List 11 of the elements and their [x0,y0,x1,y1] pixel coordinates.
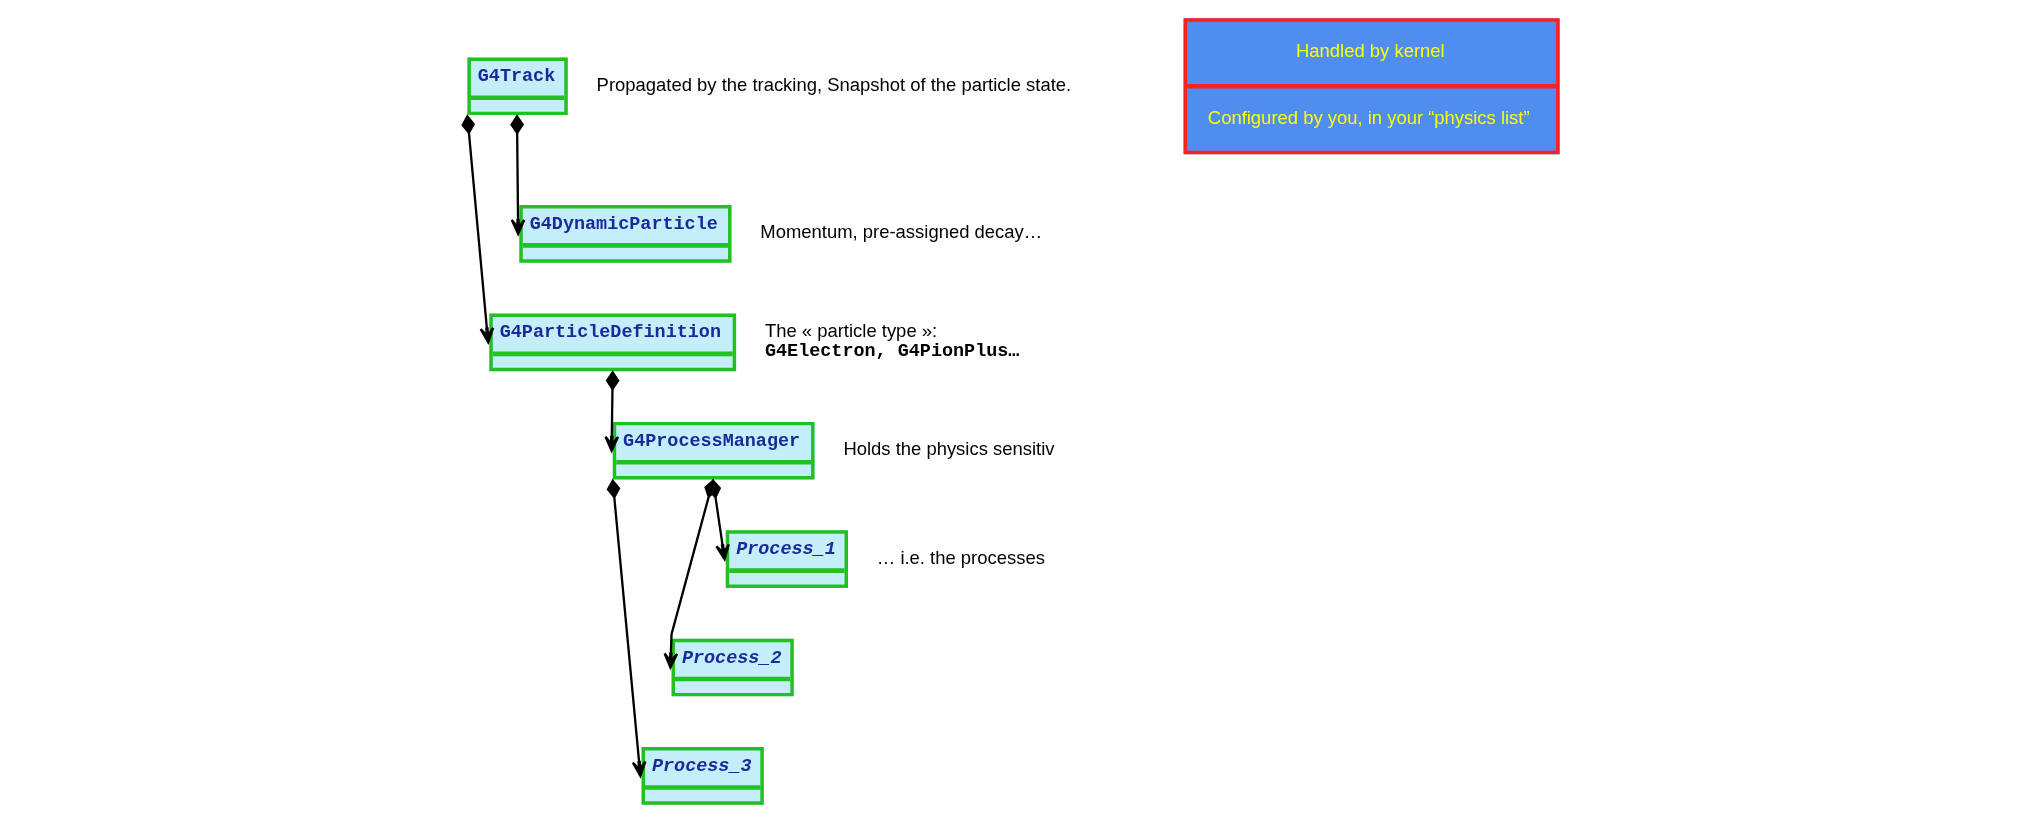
arrow [460,113,494,343]
arrow [606,478,646,777]
node-label: Momentum, pre-assigned decay… [759,220,1042,242]
arrow [603,369,620,452]
node-label: Holds the physics sensitiv [842,437,1054,459]
node-label: Propagated by the tracking, Snapshot of the particle state. [596,73,1071,95]
arrow [663,478,718,669]
node-label: The « particle type »: [764,319,937,341]
node-label: … i.e. the processes [876,546,1045,567]
node-label: G4Electron, G4PionPlus… [764,340,1019,362]
arrow [509,113,525,235]
